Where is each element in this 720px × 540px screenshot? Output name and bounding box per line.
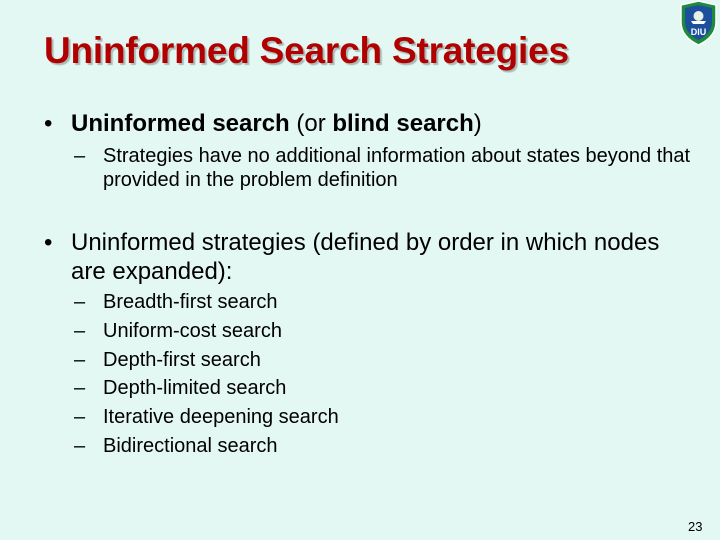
bullet-text: Uninformed search (or blind search) bbox=[71, 110, 684, 138]
list-item: – Uniform-cost search bbox=[74, 317, 574, 346]
list-item: – Iterative deepening search bbox=[74, 403, 574, 432]
strategy-depth-first: Depth-first search bbox=[103, 348, 261, 371]
list-dash: – bbox=[74, 406, 86, 429]
list-item: – Depth-first search bbox=[74, 346, 574, 375]
bullet-dot: • bbox=[44, 110, 53, 137]
list-dash: – bbox=[74, 348, 86, 371]
sub-bullet-dash: – bbox=[74, 145, 86, 167]
bullet-uninformed-search: • Uninformed search (or blind search) bbox=[44, 110, 684, 138]
strategy-bidirectional: Bidirectional search bbox=[103, 434, 278, 457]
logo-lettering: DIU bbox=[691, 27, 707, 37]
strategy-iterative-deepening: Iterative deepening search bbox=[103, 406, 339, 429]
term-uninformed-search: Uninformed search bbox=[71, 110, 290, 137]
list-dash: – bbox=[74, 434, 86, 457]
sub-bullet-definition: – Strategies have no additional informat… bbox=[74, 144, 694, 192]
strategy-uniform-cost: Uniform-cost search bbox=[103, 319, 282, 342]
page-number: 23 bbox=[688, 519, 703, 534]
list-dash: – bbox=[74, 291, 86, 313]
term-blind-search: blind search bbox=[332, 110, 474, 137]
list-item: – Bidirectional search bbox=[74, 432, 574, 461]
university-logo: DIU bbox=[677, 0, 720, 46]
strategy-depth-limited: Depth-limited search bbox=[103, 377, 287, 400]
strategy-list: – Breadth-first search – Uniform-cost se… bbox=[74, 288, 574, 461]
bullet-uninformed-strategies: • Uninformed strategies (defined by orde… bbox=[44, 228, 694, 286]
list-item: – Breadth-first search bbox=[74, 288, 574, 317]
text-or: (or bbox=[289, 110, 333, 137]
list-item: – Depth-limited search bbox=[74, 374, 574, 403]
list-dash: – bbox=[74, 377, 86, 400]
slide-title: Uninformed Search Strategies bbox=[44, 30, 569, 71]
bullet-dot: • bbox=[44, 229, 53, 256]
sub-bullet-text: Strategies have no additional informatio… bbox=[103, 145, 691, 191]
strategy-breadth-first: Breadth-first search bbox=[103, 291, 278, 313]
bullet-text: Uninformed strategies (defined by order … bbox=[71, 229, 660, 285]
list-dash: – bbox=[74, 319, 86, 342]
text-close-paren: ) bbox=[473, 110, 482, 137]
